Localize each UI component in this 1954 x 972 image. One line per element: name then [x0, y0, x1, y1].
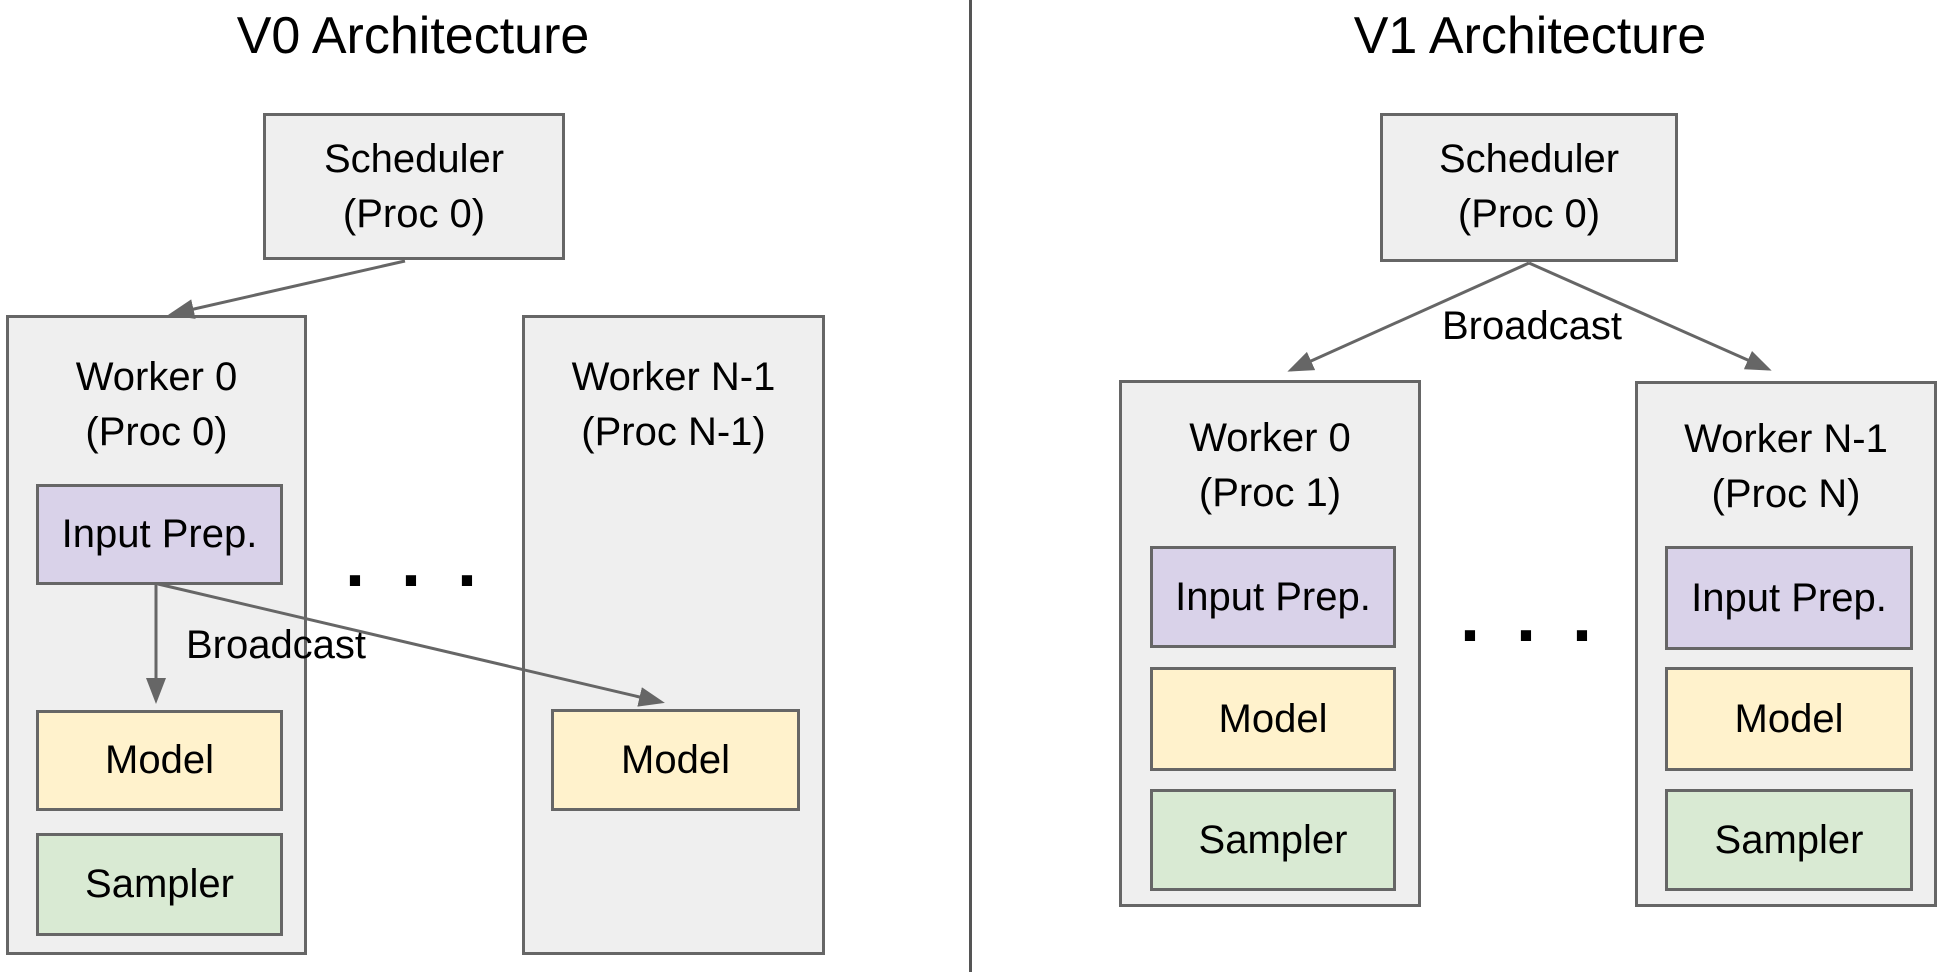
- v0-arrow-scheduler-to-worker0: [168, 259, 406, 319]
- v1-worker0-sampler-label: Sampler: [1198, 817, 1348, 862]
- v1-broadcast-label: Broadcast: [1441, 304, 1623, 348]
- v1-worker0-label: Worker 0 (Proc 1): [1189, 416, 1351, 515]
- v0-worker0-input-prep-box: Input Prep.: [36, 484, 283, 585]
- v1-workerN-model-label: Model: [1734, 696, 1844, 741]
- v1-worker0-input-prep-label: Input Prep.: [1175, 574, 1371, 619]
- v1-worker0-sampler-box: Sampler: [1150, 789, 1396, 891]
- v0-workerN-model-box: Model: [551, 709, 800, 811]
- v1-worker0-model-box: Model: [1150, 667, 1396, 771]
- v1-workerN-model-box: Model: [1665, 667, 1913, 771]
- v0-scheduler-label: Scheduler (Proc 0): [323, 137, 505, 236]
- panel-divider-line: [969, 0, 972, 972]
- v0-worker0-sampler-label: Sampler: [85, 862, 234, 906]
- v1-workerN-sampler-box: Sampler: [1665, 789, 1913, 891]
- v0-title: V0 Architecture: [236, 7, 590, 65]
- v1-scheduler-label: Scheduler (Proc 0): [1438, 137, 1620, 236]
- v0-worker0-label: Worker 0 (Proc 0): [75, 355, 238, 454]
- v1-worker0-box: Worker 0 (Proc 1) Input Prep. Model Samp…: [1119, 380, 1421, 907]
- v0-workerN-label: Worker N-1 (Proc N-1): [571, 355, 776, 454]
- v1-title: V1 Architecture: [1353, 7, 1707, 65]
- v1-scheduler-box: Scheduler (Proc 0): [1380, 113, 1678, 262]
- v0-broadcast-label: Broadcast: [185, 623, 367, 667]
- v0-worker0-model-label: Model: [105, 738, 214, 782]
- v0-worker0-sampler-box: Sampler: [36, 833, 283, 936]
- v0-ellipsis-dots: . . .: [344, 522, 486, 602]
- v0-worker0-input-prep-label: Input Prep.: [61, 512, 258, 556]
- v1-workerN-input-prep-box: Input Prep.: [1665, 546, 1913, 650]
- v1-worker0-input-prep-box: Input Prep.: [1150, 546, 1396, 648]
- v1-workerN-input-prep-label: Input Prep.: [1691, 575, 1887, 620]
- v0-workerN-model-label: Model: [621, 737, 730, 782]
- v0-worker0-model-box: Model: [36, 710, 283, 811]
- v0-workerN-box: Worker N-1 (Proc N-1) Model: [522, 315, 825, 955]
- v1-ellipsis-dots: . . .: [1459, 577, 1601, 657]
- v1-worker0-model-label: Model: [1218, 696, 1328, 741]
- v0-scheduler-box: Scheduler (Proc 0): [263, 113, 565, 260]
- v1-workerN-sampler-label: Sampler: [1714, 817, 1864, 862]
- v1-workerN-label: Worker N-1 (Proc N): [1684, 417, 1888, 516]
- v1-workerN-box: Worker N-1 (Proc N) Input Prep. Model Sa…: [1635, 381, 1937, 907]
